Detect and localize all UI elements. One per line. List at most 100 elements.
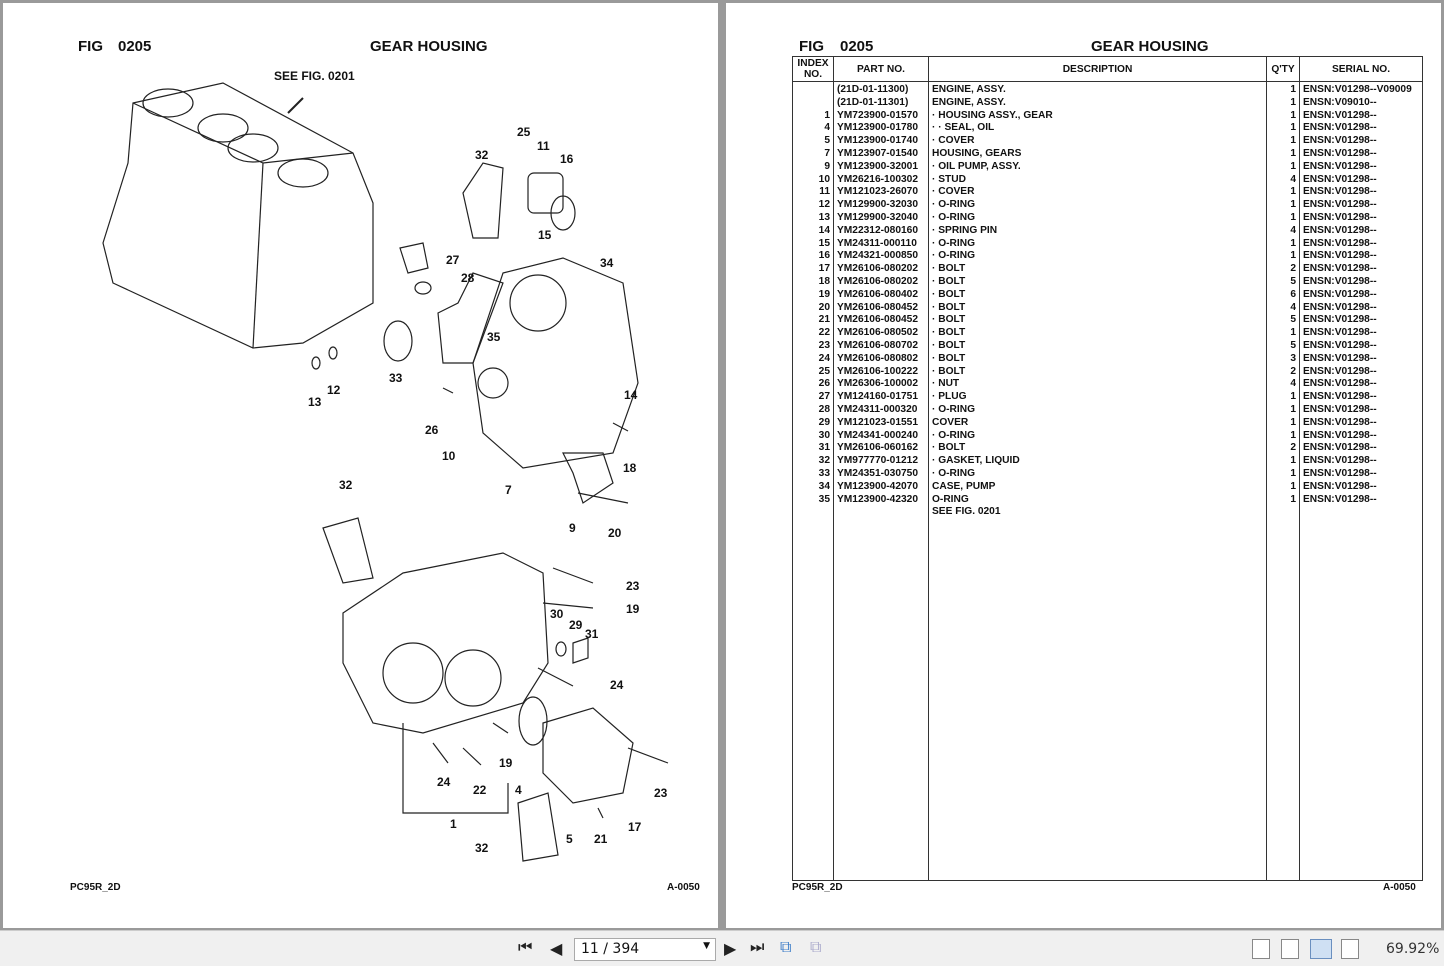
cell-part-no: YM26106-100222: [833, 365, 929, 379]
callout-number: 25: [517, 125, 531, 139]
cell-part-no: YM26306-100002: [833, 378, 929, 392]
cell-serial-no: ENSN:V01298--: [1299, 493, 1423, 507]
cell-index: 27: [792, 391, 834, 404]
cell-part-no: YM123900-01740: [833, 135, 929, 148]
cell-part-no: YM123900-42320: [833, 493, 929, 507]
cell-serial-no: ENSN:V01298--: [1299, 339, 1423, 353]
cell-serial-no: ENSN:V01298--: [1299, 173, 1423, 187]
cell-serial-no: ENSN:V01298--: [1299, 403, 1423, 417]
cell-index: 25: [792, 365, 834, 379]
cell-description: O-RING: [928, 493, 1267, 507]
cell-part-no: YM123900-42070: [833, 480, 929, 494]
cell-index: 21: [792, 314, 834, 328]
page-title: GEAR HOUSING: [370, 38, 488, 55]
cell-index: 29: [792, 416, 834, 430]
cell-serial-no: ENSN:V01298--: [1299, 301, 1423, 315]
cell-description: · O-RING: [928, 467, 1267, 481]
cell-qty: 5: [1266, 339, 1300, 353]
cell-index: 18: [792, 275, 834, 289]
cell-description: HOUSING, GEARS: [928, 147, 1267, 161]
cell-description: · BOLT: [928, 301, 1267, 315]
cell-description: · BOLT: [928, 339, 1267, 353]
page-code: A-0050: [667, 882, 700, 893]
callout-number: 1: [450, 817, 457, 831]
table-filler: [792, 519, 1423, 881]
cell-serial-no: ENSN:V01298--: [1299, 288, 1423, 302]
cell-qty: 4: [1266, 224, 1300, 238]
cell-qty: 1: [1266, 429, 1300, 443]
continuous-facing-view-icon[interactable]: [1341, 939, 1359, 959]
see-fig-note: SEE FIG. 0201: [274, 69, 355, 83]
cell-qty: 1: [1266, 467, 1300, 481]
cell-index: 26: [792, 378, 834, 392]
cell-qty: 1: [1266, 455, 1300, 468]
callout-number: 16: [560, 152, 574, 166]
cell-qty: 5: [1266, 275, 1300, 289]
cell-part-no: YM26106-080452: [833, 314, 929, 328]
model-code: PC95R_2D: [792, 882, 843, 893]
cell-qty: 1: [1266, 211, 1300, 225]
continuous-view-icon[interactable]: [1281, 939, 1299, 959]
callout-number: 27: [446, 253, 460, 267]
cell-part-no: YM124160-01751: [833, 391, 929, 404]
cell-serial-no: ENSN:V01298--: [1299, 327, 1423, 340]
cell-serial-no: ENSN:V01298--: [1299, 211, 1423, 225]
cell-part-no: YM123900-32001: [833, 160, 929, 174]
callout-number: 20: [608, 526, 622, 540]
callout-number: 18: [623, 461, 637, 475]
cell-description: · GASKET, LIQUID: [928, 455, 1267, 468]
parts-table: INDEX NO. PART NO. DESCRIPTION Q'TY SERI…: [792, 56, 1423, 881]
cell-description: · O-RING: [928, 237, 1267, 251]
cell-serial-no: ENSN:V09010--: [1299, 96, 1423, 110]
zoom-level[interactable]: 69.92%: [1386, 941, 1440, 957]
cell-qty: 1: [1266, 81, 1300, 97]
cell-qty: 1: [1266, 391, 1300, 404]
cell-index: 24: [792, 352, 834, 366]
cell-part-no: YM121023-01551: [833, 416, 929, 430]
cell-index: 31: [792, 442, 834, 456]
next-page-icon[interactable]: ▶: [724, 941, 737, 958]
first-page-icon[interactable]: ⏮: [518, 939, 533, 956]
single-page-view-icon[interactable]: [1252, 939, 1270, 959]
last-page-icon[interactable]: ⏭: [750, 939, 765, 956]
cell-index: 12: [792, 199, 834, 212]
cell-serial-no: ENSN:V01298--: [1299, 391, 1423, 404]
facing-pages-view-icon[interactable]: [1310, 939, 1332, 959]
page-number-select[interactable]: 11 / 394▼: [574, 938, 716, 961]
callout-number: 23: [654, 786, 668, 800]
cell-serial-no: ENSN:V01298--: [1299, 480, 1423, 494]
cell-qty: 2: [1266, 365, 1300, 379]
go-back-view-icon[interactable]: ⧉: [780, 939, 792, 956]
cell-serial-no: ENSN:V01298--: [1299, 365, 1423, 379]
cell-part-no: YM24311-000110: [833, 237, 929, 251]
callout-number: 13: [308, 395, 322, 409]
cell-description: · BOLT: [928, 314, 1267, 328]
cell-description: · BOLT: [928, 263, 1267, 276]
chevron-down-icon: ▼: [703, 941, 710, 951]
cell-index: 30: [792, 429, 834, 443]
col-index: INDEX NO.: [792, 56, 834, 82]
callout-number: 34: [600, 256, 614, 270]
callout-number: 24: [437, 775, 451, 789]
cell-part-no: YM24341-000240: [833, 429, 929, 443]
go-forward-view-icon[interactable]: ⧉: [810, 939, 822, 956]
cell-part-no: YM22312-080160: [833, 224, 929, 238]
previous-page-icon[interactable]: ◀: [550, 941, 563, 958]
cell-description: · HOUSING ASSY., GEAR: [928, 109, 1267, 123]
page-title: GEAR HOUSING: [1091, 38, 1209, 55]
callout-number: 32: [475, 841, 489, 855]
cell-part-no: YM121023-26070: [833, 186, 929, 200]
